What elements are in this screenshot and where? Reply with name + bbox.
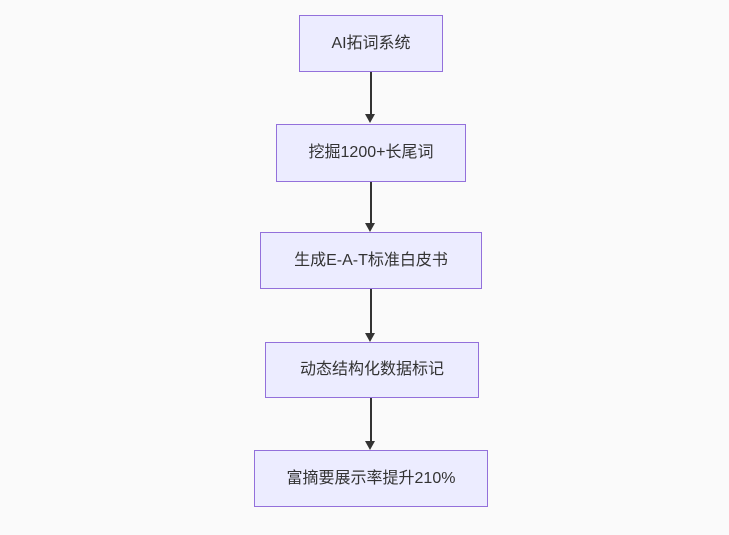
flow-node-label: 富摘要展示率提升210%	[286, 469, 456, 487]
down-arrow-2	[365, 182, 376, 232]
down-arrow-1	[365, 72, 376, 123]
arrow-shaft	[369, 398, 372, 442]
down-arrow-4	[365, 398, 376, 450]
flow-node-structured-data-markup: 动态结构化数据标记	[265, 342, 479, 398]
flow-node-label: AI拓词系统	[331, 34, 411, 52]
down-arrow-3	[365, 289, 376, 342]
arrowhead-icon	[365, 333, 375, 342]
flow-node-label: 挖掘1200+长尾词	[308, 144, 434, 161]
flow-node-label: 动态结构化数据标记	[299, 361, 444, 378]
flow-node-longtail-mining: 挖掘1200+长尾词	[276, 124, 466, 182]
flow-node-eat-whitepaper: 生成E-A-T标准白皮书	[260, 232, 482, 289]
arrow-shaft	[369, 72, 372, 115]
flow-node-label: 生成E-A-T标准白皮书	[294, 251, 448, 269]
flow-node-ai-keyword-system: AI拓词系统	[299, 15, 443, 72]
arrowhead-icon	[365, 223, 375, 232]
arrowhead-icon	[365, 441, 375, 450]
arrowhead-icon	[365, 114, 375, 123]
flow-node-rich-snippet-result: 富摘要展示率提升210%	[254, 450, 488, 507]
arrow-shaft	[369, 182, 372, 224]
arrow-shaft	[369, 289, 372, 334]
